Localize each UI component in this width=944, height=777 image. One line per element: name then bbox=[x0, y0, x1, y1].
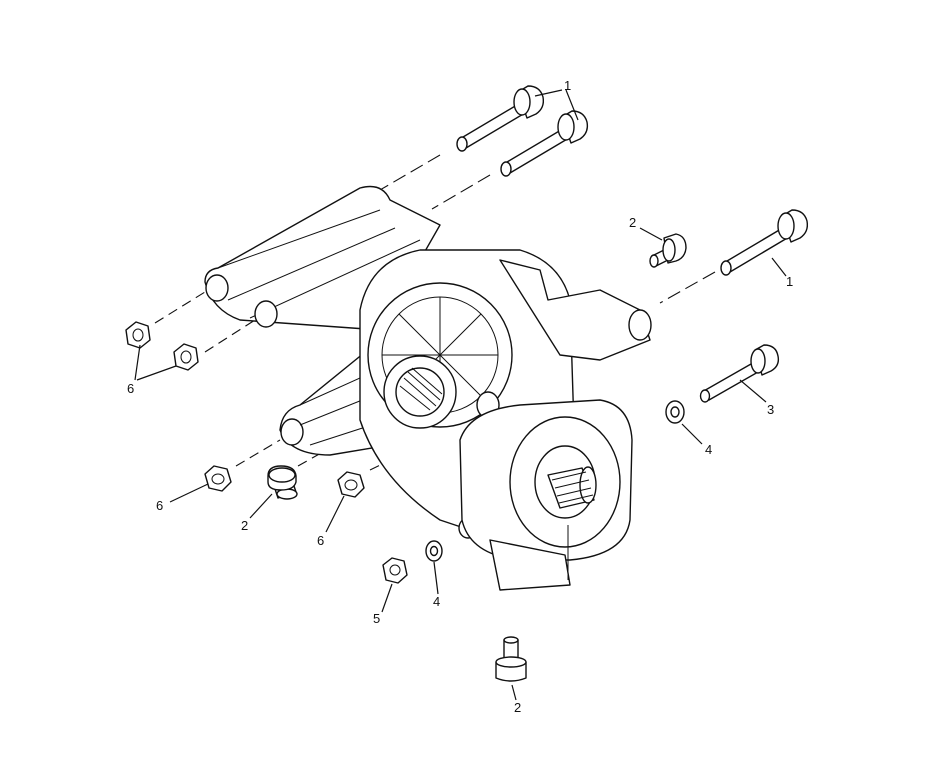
bolt-2-upper bbox=[649, 233, 687, 268]
washer-4-right bbox=[665, 400, 685, 424]
nut-6-upper-b bbox=[173, 343, 199, 371]
bolt-1-right bbox=[720, 209, 809, 276]
washer-4-lower bbox=[425, 540, 443, 562]
bolt-3 bbox=[699, 344, 780, 403]
callout-labels: 1 1 2 2 2 3 4 4 5 6 6 6 bbox=[127, 78, 793, 715]
callout-5: 5 bbox=[373, 611, 380, 626]
bolt-2-bottom bbox=[495, 636, 527, 682]
callout-4-right: 4 bbox=[705, 442, 712, 457]
nut-6-lower bbox=[337, 471, 365, 498]
leader-lines bbox=[134, 89, 787, 701]
bolt-2-left bbox=[267, 465, 298, 500]
nut-5 bbox=[382, 557, 408, 584]
output-spline-shaft bbox=[547, 466, 597, 509]
callout-6-upper: 6 bbox=[127, 381, 134, 396]
callout-3: 3 bbox=[767, 402, 774, 417]
bolt-1-upper bbox=[456, 85, 545, 152]
gearbox-housing bbox=[204, 185, 652, 591]
callout-2-upper: 2 bbox=[629, 215, 636, 230]
callout-2-left: 2 bbox=[241, 518, 248, 533]
callout-6-middle: 6 bbox=[156, 498, 163, 513]
callout-2-bottom: 2 bbox=[514, 700, 521, 715]
input-spline bbox=[399, 367, 443, 411]
nut-6-middle bbox=[204, 465, 232, 492]
callout-1-right: 1 bbox=[786, 274, 793, 289]
bolt-1-lower bbox=[500, 110, 589, 177]
callout-4-lower: 4 bbox=[433, 594, 440, 609]
nut-6-upper-a bbox=[125, 321, 151, 349]
callout-6-lower: 6 bbox=[317, 533, 324, 548]
callout-1-top: 1 bbox=[564, 78, 571, 93]
